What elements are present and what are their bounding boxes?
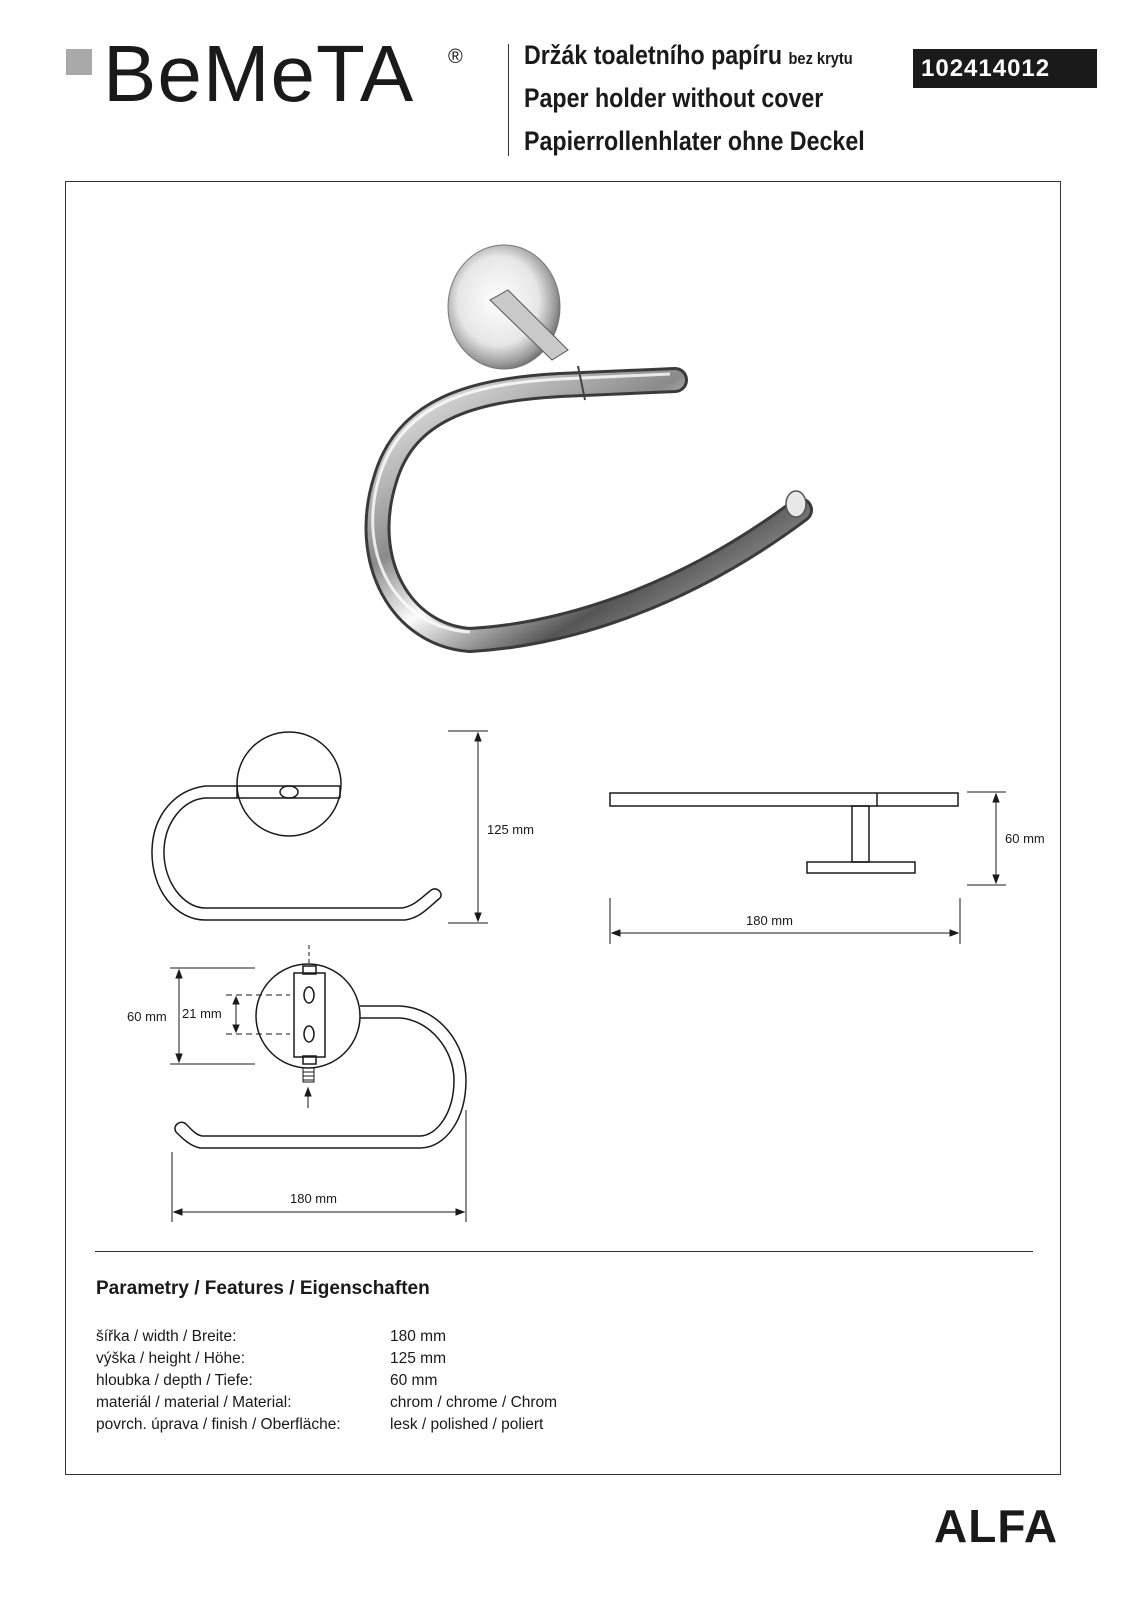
hole-spacing-label: 21 mm xyxy=(182,1006,222,1021)
feature-value: chrom / chrome / Chrom xyxy=(390,1394,558,1411)
front-rosette xyxy=(236,731,342,837)
feature-row-width: šířka / width / Breite: 180 mm xyxy=(96,1327,446,1347)
feature-label: hloubka / depth / Tiefe: xyxy=(96,1372,253,1389)
mount-rosette xyxy=(255,963,361,1069)
back-width-label: 180 mm xyxy=(290,1191,337,1206)
product-title-cz: Držák toaletního papíru bez krytu xyxy=(524,38,853,76)
screw-icon xyxy=(302,1067,315,1083)
feature-label: výška / height / Höhe: xyxy=(96,1350,246,1367)
mount-arm-outer xyxy=(175,1005,467,1149)
features-heading: Parametry / Features / Eigenschaften xyxy=(96,1278,430,1299)
feature-label: materiál / material / Material: xyxy=(96,1394,292,1411)
front-arm-outer xyxy=(151,785,441,921)
side-width-label: 180 mm xyxy=(746,913,793,928)
feature-row-finish: povrch. úprava / finish / Oberfläche: le… xyxy=(96,1415,543,1435)
feature-value: lesk / polished / poliert xyxy=(390,1416,544,1433)
product-title-cz-suffix: bez krytu xyxy=(788,49,853,68)
mount-arm-inner xyxy=(185,1017,455,1137)
header-divider xyxy=(508,44,509,156)
content-frame xyxy=(65,181,1061,1475)
mounting-bracket xyxy=(293,972,326,1058)
registered-mark: ® xyxy=(448,46,463,68)
mount-hole-upper xyxy=(303,986,315,1004)
logo-square xyxy=(66,49,92,75)
mount-hole-lower xyxy=(303,1025,315,1043)
side-arm xyxy=(609,792,959,807)
product-code-badge: 102414012 xyxy=(913,49,1097,88)
side-depth-label: 60 mm xyxy=(1005,831,1045,846)
product-title-cz-main: Držák toaletního papíru xyxy=(524,40,783,70)
front-arm-inner xyxy=(163,797,431,909)
series-name: ALFA xyxy=(934,1500,1059,1552)
front-height-label: 125 mm xyxy=(487,822,534,837)
feature-row-height: výška / height / Höhe: 125 mm xyxy=(96,1349,446,1369)
feature-value: 60 mm xyxy=(390,1372,438,1389)
feature-row-depth: hloubka / depth / Tiefe: 60 mm xyxy=(96,1371,437,1391)
feature-label: šířka / width / Breite: xyxy=(96,1328,237,1345)
side-base-plate xyxy=(806,861,916,874)
brand-logo: BeMeTA xyxy=(103,29,415,118)
feature-label: povrch. úprava / finish / Oberfläche: xyxy=(96,1416,341,1433)
feature-row-material: materiál / material / Material: chrom / … xyxy=(96,1393,557,1413)
product-title-de: Papierrollenhlater ohne Deckel xyxy=(524,126,865,156)
features-divider xyxy=(95,1251,1033,1252)
plate-height-label: 60 mm xyxy=(127,1009,167,1024)
feature-value: 180 mm xyxy=(390,1328,446,1345)
product-title-en: Paper holder without cover xyxy=(524,83,824,113)
feature-value: 125 mm xyxy=(390,1350,446,1367)
